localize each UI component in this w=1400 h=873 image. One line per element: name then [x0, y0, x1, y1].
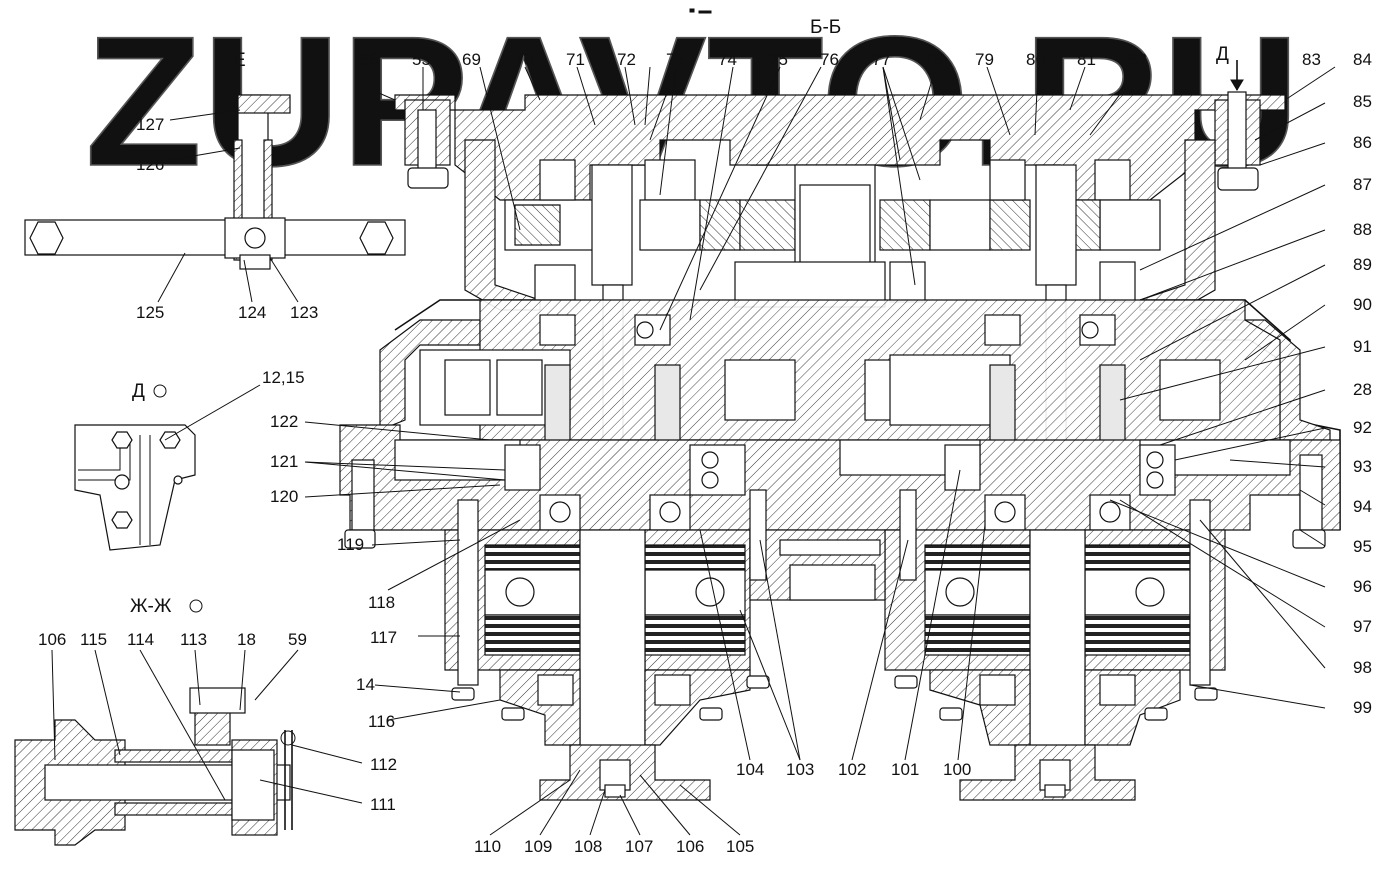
callout: 108: [574, 837, 602, 856]
callout: 97: [1353, 617, 1372, 636]
callout: 102: [838, 760, 866, 779]
callout: 78: [924, 50, 943, 69]
view-d-rotate-icon: [153, 384, 167, 398]
callout: 75: [769, 50, 788, 69]
upper-gears: [504, 159, 1161, 308]
callout: 87: [1353, 175, 1372, 194]
callout: 118: [368, 593, 395, 612]
callout: 59: [288, 630, 307, 649]
callout: 89: [1353, 255, 1372, 274]
callout: 96: [1353, 577, 1372, 596]
callout: 104: [736, 760, 764, 779]
callout: 100: [943, 760, 971, 779]
callout: 12,15: [262, 368, 305, 387]
callout: 127: [136, 115, 164, 134]
callout: 92: [1353, 418, 1372, 437]
callout: 84: [1353, 50, 1372, 69]
callout: 90: [1353, 295, 1372, 314]
callout: 114: [127, 630, 154, 649]
callout: 85: [1353, 92, 1372, 111]
callout: 119: [337, 535, 364, 554]
callout: 117: [370, 628, 397, 647]
view-zh: [14, 687, 296, 846]
callout: 81: [1077, 50, 1096, 69]
callout: 76: [820, 50, 839, 69]
callout: 99: [1353, 698, 1372, 717]
callout: 14: [356, 675, 375, 694]
callout: 113: [180, 630, 207, 649]
callout: 18: [237, 630, 256, 649]
view-d-arrow-label: Д: [1216, 44, 1229, 65]
callout: 77: [872, 50, 891, 69]
callout: 28: [1353, 380, 1372, 399]
callout: 55: [412, 50, 431, 69]
callout: 91: [1353, 337, 1372, 356]
section-title: Б-Б: [810, 17, 841, 38]
main-section: [339, 60, 1341, 801]
view-e-title: Е: [233, 50, 246, 71]
callout: 107: [625, 837, 653, 856]
callout: 110: [474, 837, 501, 856]
callout: 86: [1353, 133, 1372, 152]
callout: 72: [617, 50, 636, 69]
callout: 109: [524, 837, 552, 856]
callout: 94: [1353, 497, 1372, 516]
callout: 112: [370, 755, 397, 774]
callout: 93: [1353, 457, 1372, 476]
callout: 105: [726, 837, 754, 856]
view-zh-rotate-icon: [189, 599, 203, 613]
callout: 82: [1128, 50, 1147, 69]
callout: 115: [80, 630, 107, 649]
callout: 80: [1026, 50, 1045, 69]
top-mark: [689, 8, 712, 14]
callout: 74: [718, 50, 737, 69]
callout: 68: [360, 50, 379, 69]
view-d-title: Д: [132, 381, 145, 402]
callout: 69: [462, 50, 481, 69]
callout: 103: [786, 760, 814, 779]
callout: 121: [270, 452, 298, 471]
view-e: [24, 94, 406, 270]
callout: 83: [1302, 50, 1321, 69]
callout: 116: [368, 712, 395, 731]
callout: 120: [270, 487, 298, 506]
callout: 106: [38, 630, 66, 649]
callout: 122: [270, 412, 298, 431]
callout: 126: [136, 155, 164, 174]
callout: 88: [1353, 220, 1372, 239]
callout: 111: [370, 795, 396, 814]
callout: 124: [238, 303, 266, 322]
callout: 71: [566, 50, 585, 69]
callout: 79: [975, 50, 994, 69]
callout: 73: [666, 50, 685, 69]
callout: 70: [514, 50, 533, 69]
callout: 125: [136, 303, 164, 322]
callout: 123: [290, 303, 318, 322]
callout: 101: [891, 760, 919, 779]
view-d: [74, 424, 196, 551]
view-zh-title: Ж-Ж: [130, 596, 172, 617]
middle-internals: [419, 314, 1221, 446]
clutch-packs: [444, 489, 1226, 761]
callout: 106: [676, 837, 704, 856]
leader-lines: [51, 66, 1336, 836]
callout: 98: [1353, 658, 1372, 677]
callout: 95: [1353, 537, 1372, 556]
